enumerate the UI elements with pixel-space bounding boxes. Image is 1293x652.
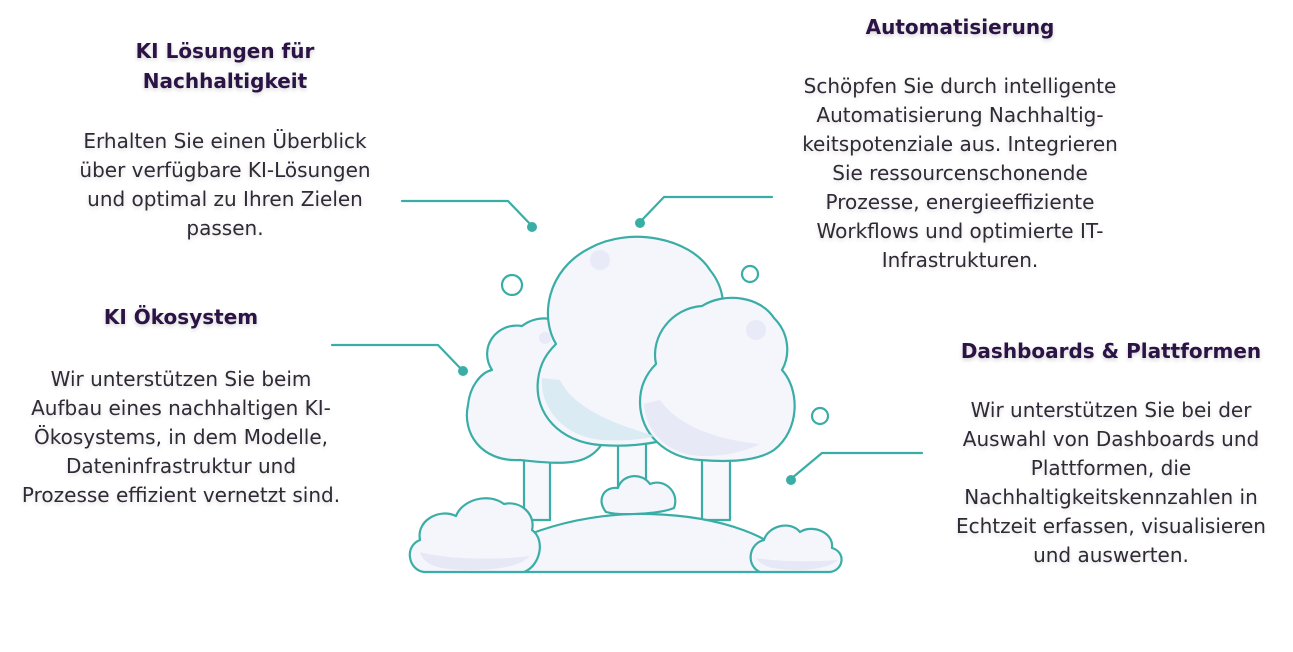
block-automatisierung: Automatisierung Schöpfen Sie durch intel…	[780, 12, 1140, 275]
connector-dot-2	[635, 218, 645, 228]
bush-left-shade	[420, 552, 530, 570]
bush-right-shade	[756, 558, 838, 570]
connector-dot-1	[527, 222, 537, 232]
block-title: Dashboards & Plattformen	[960, 339, 1262, 363]
bubble-1	[500, 273, 524, 297]
connector-line-3	[330, 343, 464, 372]
canopy-shade-right	[644, 400, 760, 456]
canopy-highlight-3	[539, 332, 551, 344]
canopy-shade-middle	[541, 378, 656, 441]
connector-dot-3	[458, 366, 468, 376]
bubble-2	[740, 264, 760, 284]
connector-line-2	[638, 195, 774, 224]
bush-middle	[600, 475, 677, 516]
block-title: KI Ökosystem	[103, 305, 259, 329]
block-dashboards: Dashboards & Plattformen Wir unterstütze…	[935, 336, 1287, 570]
block-title: Automatisierung	[865, 15, 1055, 39]
canopy-highlight-2	[746, 320, 766, 340]
bush-left	[408, 497, 541, 574]
connector-dot-4	[786, 475, 796, 485]
canopy-highlight-1	[590, 250, 610, 270]
connector-line-4	[790, 451, 924, 480]
connector-line-1	[400, 199, 534, 228]
bubble-3	[810, 406, 830, 426]
